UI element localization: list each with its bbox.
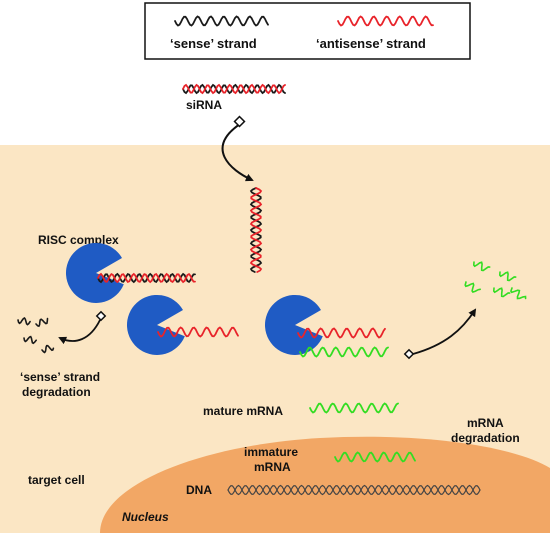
sirna-label: siRNA — [186, 98, 222, 112]
risc-antisense-complex-shape — [126, 294, 185, 355]
antisense-strand — [97, 272, 196, 284]
sense-strand-fragments — [17, 316, 55, 354]
mature-mrna-label: mature mRNA — [203, 404, 283, 418]
sense-strand — [249, 187, 263, 273]
risc-target-antisense-strand — [297, 327, 386, 339]
mrna-strand — [299, 346, 389, 358]
sense-degradation-arrow — [58, 319, 101, 345]
mrna-fragment — [492, 287, 511, 298]
target-cell-label: target cell — [28, 473, 85, 487]
sense-fragment — [41, 344, 55, 354]
sirna-duplex — [182, 83, 286, 95]
mrna-fragment — [498, 271, 517, 282]
immature-mrna-wave — [334, 451, 416, 463]
legend-antisense-label: ‘antisense’ strand — [316, 36, 426, 51]
sense-fragment — [35, 317, 49, 328]
nucleus-shape — [100, 436, 550, 533]
antisense-strand — [249, 187, 263, 273]
legend-sense-wave — [174, 15, 269, 27]
antisense-strand — [297, 327, 386, 339]
sirna-vertical-duplex — [249, 187, 263, 273]
antisense-wave — [337, 15, 434, 27]
legend-antisense-wave — [337, 15, 434, 27]
risc-complex-shape — [65, 242, 124, 303]
sense-degradation-label-line1: ‘sense’ strand — [20, 370, 100, 384]
immature-mrna-label-line1: immature — [244, 445, 298, 459]
entry-arrow-tail — [233, 115, 246, 128]
mrna-degradation-arrow-tail — [403, 348, 415, 360]
nucleus-label: Nucleus — [122, 510, 169, 524]
dna-label: DNA — [186, 483, 212, 497]
mrna-fragment — [510, 287, 527, 300]
sense-wave — [174, 15, 269, 27]
mrna-degradation-label-line1: mRNA — [467, 416, 504, 430]
mature-mrna-wave — [309, 402, 399, 414]
dna-helix — [227, 484, 481, 496]
sense-fragment — [23, 335, 37, 345]
antisense-strand — [182, 83, 286, 95]
immature-mrna-label-line2: mRNA — [254, 460, 291, 474]
sense-fragment — [17, 316, 31, 326]
risc-complex-label: RISC complex — [38, 233, 119, 247]
sense-degradation-label-line2: degradation — [22, 385, 91, 399]
immature-mrna-strand — [334, 451, 416, 463]
sense-degradation-arrow-tail — [95, 310, 107, 322]
mature-mrna-strand — [309, 402, 399, 414]
mrna-fragment — [464, 281, 481, 293]
risc-antisense-strand — [157, 326, 239, 338]
dna-strand-b — [227, 484, 481, 496]
risc-loaded-duplex — [97, 272, 196, 284]
antisense-strand — [157, 326, 239, 338]
mrna-fragments — [464, 261, 527, 300]
legend-box — [144, 2, 471, 60]
entry-arrow — [221, 123, 254, 182]
risc-target-complex-shape — [264, 294, 323, 355]
mrna-degradation-label-line2: degradation — [451, 431, 520, 445]
risc-bound-mrna — [299, 346, 389, 358]
mrna-degradation-arrow — [412, 308, 477, 355]
mrna-fragment — [472, 261, 491, 272]
legend-sense-label: ‘sense’ strand — [170, 36, 257, 51]
